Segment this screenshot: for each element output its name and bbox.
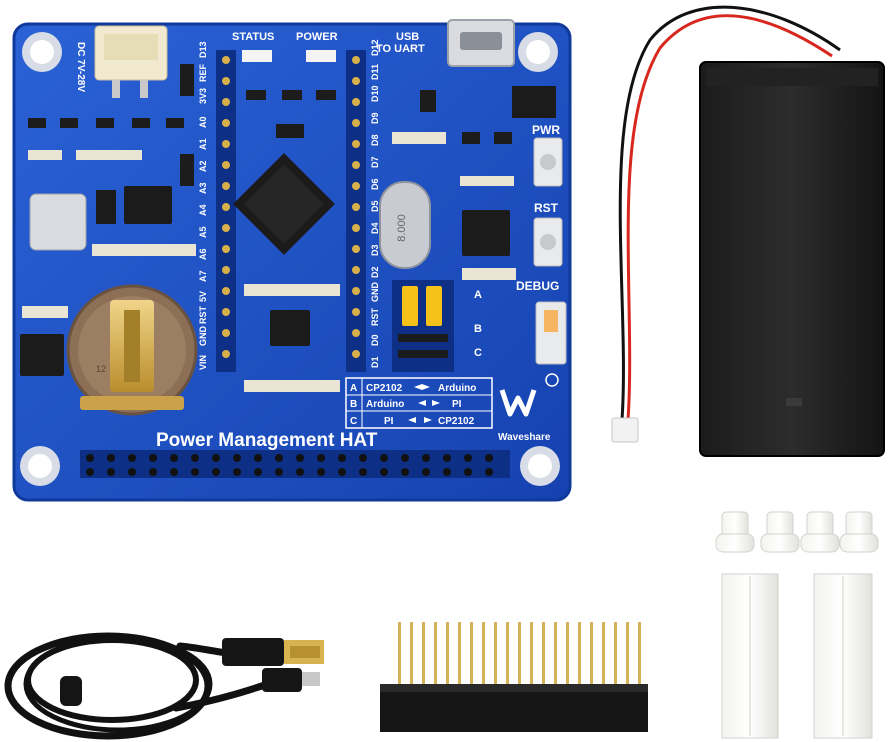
pin-label: A1	[198, 138, 208, 150]
pwr-button[interactable]	[533, 137, 563, 187]
nylon-screws	[715, 511, 879, 553]
board-title: Power Management HAT	[156, 430, 378, 451]
mode-key: C	[350, 416, 357, 427]
left-pin-column	[216, 50, 236, 372]
mode-to: Arduino	[438, 383, 476, 394]
status-label: STATUS	[232, 31, 274, 43]
coin-cell-holder: 12	[66, 284, 198, 416]
pin-label: A3	[198, 182, 208, 194]
pin-label: D2	[370, 266, 380, 278]
right-pin-labels: D12 D11 D10 D9 D8 D7 D6 D5 D4 D3 D2 GND …	[370, 39, 380, 368]
pin-label: GND	[370, 282, 380, 303]
pwr-label: PWR	[532, 123, 560, 137]
pcb-board: DC 7V-28V STATUS POWER USB TO UART	[12, 19, 572, 502]
nylon-standoffs	[721, 573, 873, 739]
pin-label: D8	[370, 134, 380, 146]
status-leds	[242, 50, 336, 62]
pin-label: D3	[370, 244, 380, 256]
debug-label: DEBUG	[516, 279, 559, 293]
pin-label: D0	[370, 334, 380, 346]
pin-label: D7	[370, 156, 380, 168]
mode-table: A CP2102 Arduino B Arduino PI C PI CP210…	[345, 377, 493, 429]
microcontroller-chip	[233, 153, 335, 255]
pin-label: VIN	[198, 355, 208, 370]
pin-label: A0	[198, 116, 208, 128]
usb-a-plug	[222, 638, 324, 666]
mode-from: CP2102	[366, 383, 403, 394]
dc-connector	[94, 25, 168, 98]
small-chips	[20, 86, 556, 376]
pin-label: 5V	[198, 291, 208, 302]
waveshare-logo	[499, 373, 559, 417]
crystal-label: 8.000	[396, 214, 408, 242]
stacking-header	[380, 622, 648, 732]
right-pin-column	[346, 50, 366, 372]
power-label: POWER	[296, 31, 338, 43]
usb-port	[447, 19, 515, 67]
micro-usb-plug	[262, 668, 320, 692]
pin-label: D11	[370, 64, 380, 80]
smd-components	[28, 64, 512, 186]
mode-key: A	[350, 383, 357, 394]
pin-label: D13	[198, 41, 208, 58]
coin-cell-text: 12	[96, 364, 106, 374]
mode-from: Arduino	[366, 399, 404, 410]
battery-holder	[611, 5, 885, 457]
crystal-oscillator: 8.000	[379, 181, 431, 269]
mode-key: B	[350, 399, 357, 410]
debug-switch[interactable]	[535, 301, 567, 365]
inductor	[29, 193, 87, 251]
jumper-block[interactable]	[392, 280, 454, 372]
resistor-arrays	[22, 132, 516, 392]
usb-label: USB	[396, 31, 419, 43]
pin-label: A5	[198, 226, 208, 238]
left-pin-labels: D13 REF 3V3 A0 A1 A2 A3 A4 A5 A6 A7 5V R…	[198, 41, 208, 370]
brand-label: Waveshare	[498, 432, 551, 443]
pin-label: D6	[370, 178, 380, 190]
mounting-holes	[20, 32, 560, 486]
mode-to: CP2102	[438, 416, 475, 427]
pin-label: GND	[198, 326, 208, 347]
jumper-c-label: C	[474, 347, 482, 359]
rst-label: RST	[534, 201, 559, 215]
dc-input-label: DC 7V-28V	[75, 42, 86, 92]
pin-label: A2	[198, 160, 208, 172]
pin-label: A4	[198, 204, 208, 216]
pin-label: RST	[370, 307, 380, 326]
ferrite-bead	[60, 676, 82, 706]
mode-to: PI	[452, 399, 462, 410]
jumper-b-label: B	[474, 323, 482, 335]
pin-label: D5	[370, 200, 380, 212]
pin-label: D9	[370, 112, 380, 124]
mode-from: PI	[384, 416, 394, 427]
pin-label: D1	[370, 356, 380, 368]
pin-label: D12	[370, 39, 380, 56]
pin-label: REF	[198, 63, 208, 82]
pin-label: A6	[198, 248, 208, 260]
pin-label: D4	[370, 222, 380, 234]
rst-button[interactable]	[533, 217, 563, 267]
to-uart-label: TO UART	[376, 43, 425, 55]
pin-label: D10	[370, 85, 380, 102]
pin-label: RST	[198, 305, 208, 324]
pin-label: 3V3	[198, 88, 208, 104]
jumper-a-label: A	[474, 289, 482, 301]
gpio-header	[80, 450, 510, 478]
pin-label: A7	[198, 270, 208, 282]
